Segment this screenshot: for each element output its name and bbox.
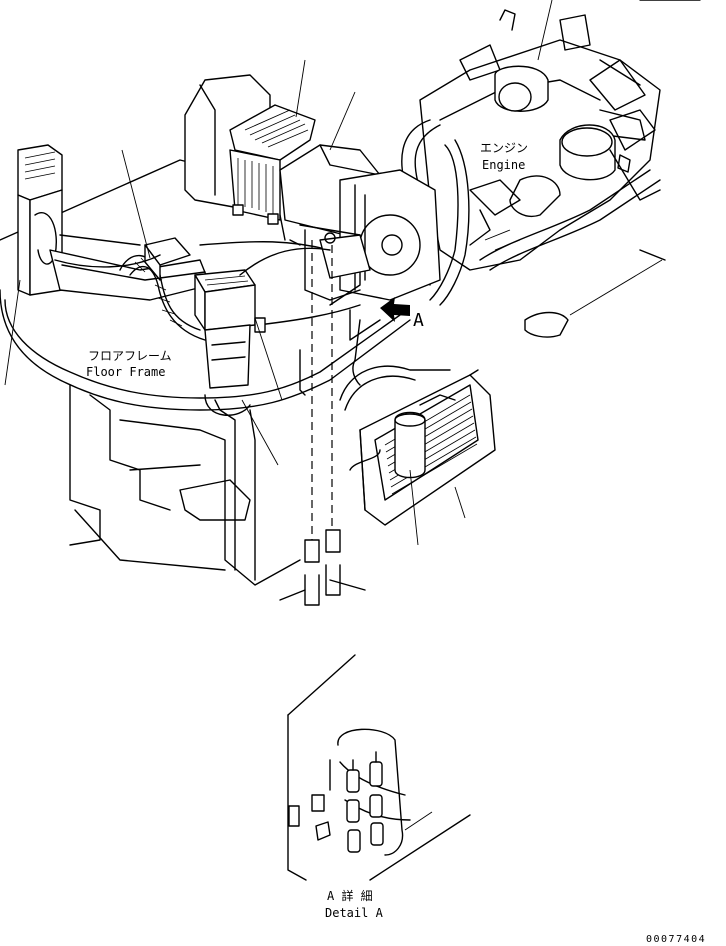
condenser-unit bbox=[339, 311, 569, 526]
floor-frame-label: フロアフレーム Floor Frame bbox=[86, 349, 172, 379]
air-conditioner-unit bbox=[184, 74, 441, 341]
detail-a-inset bbox=[287, 654, 471, 881]
view-arrow-a-label: A bbox=[413, 310, 424, 331]
engine-assembly bbox=[419, 0, 701, 271]
floor-frame-label-en: Floor Frame bbox=[86, 365, 165, 379]
detail-a-caption-jp: A 詳 細 bbox=[327, 888, 373, 903]
drain-hoses bbox=[304, 240, 341, 606]
detail-a-caption-en: Detail A bbox=[325, 906, 384, 920]
drawing-number: 00077404 bbox=[646, 934, 706, 945]
leader-lines bbox=[4, 0, 663, 546]
detail-a-caption: A 詳 細 Detail A bbox=[325, 888, 384, 920]
engine-label: エンジン Engine bbox=[480, 141, 528, 172]
engine-label-en: Engine bbox=[482, 158, 525, 172]
detail-filter-canisters bbox=[346, 751, 384, 853]
engine-label-jp: エンジン bbox=[480, 141, 528, 155]
floor-frame-label-jp: フロアフレーム bbox=[88, 349, 172, 363]
view-arrow-a: A bbox=[380, 297, 424, 331]
air-ducts bbox=[17, 144, 361, 416]
